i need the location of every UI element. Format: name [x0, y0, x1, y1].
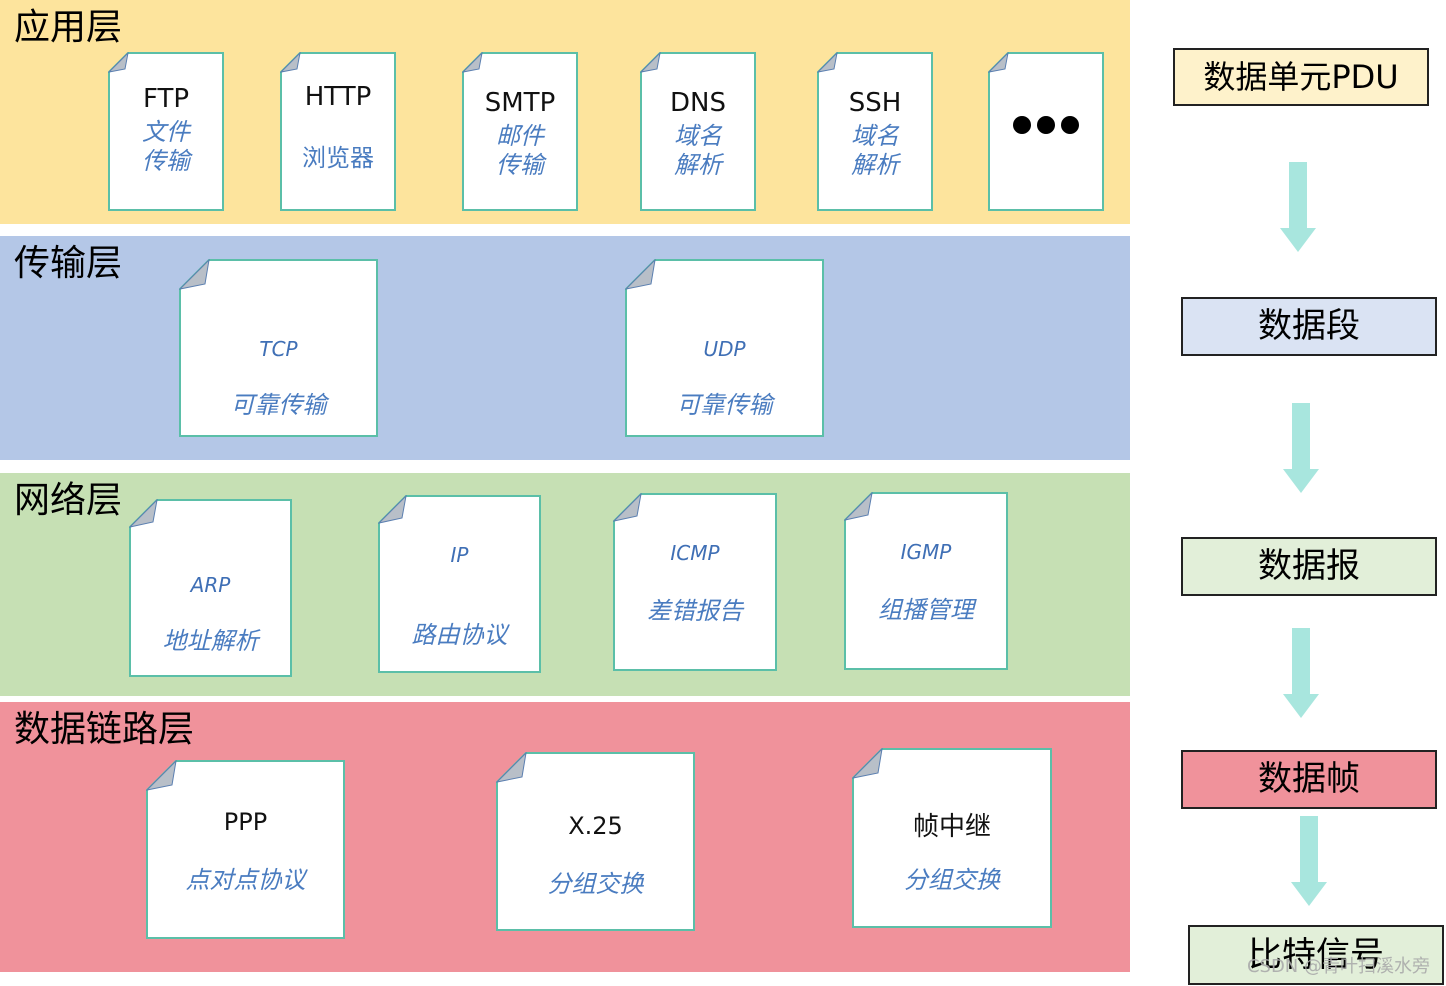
protocol-desc: 文件 传输	[142, 118, 190, 175]
x25-doc: X.25 分组交换	[496, 752, 695, 931]
document-icon	[844, 492, 1008, 670]
datalink-layer-title: 数据链路层	[14, 709, 195, 750]
ftp-doc: FTP 文件 传输	[108, 52, 224, 211]
protocol-name: IP	[450, 543, 469, 567]
arp-doc: ARP 地址解析	[129, 499, 292, 677]
document-icon	[817, 52, 933, 211]
protocol-desc: 差错报告	[647, 597, 743, 625]
document-icon	[280, 52, 396, 211]
document-icon	[852, 748, 1052, 928]
protocol-name: FTP	[142, 84, 190, 114]
ellipsis-icon	[988, 116, 1104, 138]
igmp-doc: IGMP 组播管理	[844, 492, 1008, 670]
ppp-doc: PPP 点对点协议	[146, 760, 345, 939]
document-icon	[378, 495, 541, 673]
pdu-segment-box: 数据段	[1181, 297, 1437, 356]
protocol-desc: 路由协议	[411, 621, 508, 649]
protocol-name: ICMP	[670, 541, 720, 565]
transport-layer-band: 传输层 TCP 可靠传输 UDP 可靠传输	[0, 236, 1130, 460]
document-icon	[640, 52, 756, 211]
frame-relay-doc: 帧中继 分组交换	[852, 748, 1052, 928]
protocol-desc: 点对点协议	[185, 866, 306, 894]
protocol-name: SSH	[848, 88, 902, 118]
arrow-down-icon	[1291, 816, 1327, 906]
protocol-desc: 地址解析	[162, 627, 259, 655]
transport-layer-title: 传输层	[14, 243, 123, 284]
pdu-header-box: 数据单元PDU	[1173, 48, 1429, 106]
protocol-name: X.25	[568, 812, 623, 840]
udp-doc: UDP 可靠传输	[625, 259, 824, 437]
protocol-desc: 可靠传输	[230, 391, 327, 419]
protocol-name: TCP	[259, 337, 298, 361]
dns-doc: DNS 域名 解析	[640, 52, 756, 211]
document-icon	[129, 499, 292, 677]
watermark: CSDN @青叶扫溪水旁	[1246, 956, 1430, 977]
pdu-datagram-box: 数据报	[1181, 537, 1437, 596]
protocol-desc: 邮件 传输	[496, 122, 544, 179]
protocol-name: PPP	[223, 808, 268, 836]
protocol-name: DNS	[670, 88, 726, 118]
ip-doc: IP 路由协议	[378, 495, 541, 673]
document-icon	[146, 760, 345, 939]
protocol-name: UDP	[703, 337, 746, 361]
arrow-down-icon	[1283, 403, 1319, 493]
document-icon	[625, 259, 824, 437]
document-icon	[496, 752, 695, 931]
pdu-bits-box: 比特信号	[1188, 925, 1444, 985]
protocol-name: 帧中继	[912, 812, 991, 842]
tcp-doc: TCP 可靠传输	[179, 259, 378, 437]
application-layer-band: 应用层 FTP 文件 传输 HTTP 浏览器 SMTP 邮件 传输 DNS 域名…	[0, 0, 1130, 224]
protocol-desc: 分组交换	[547, 870, 644, 898]
protocol-desc: 可靠传输	[676, 391, 773, 419]
smtp-doc: SMTP 邮件 传输	[462, 52, 578, 211]
document-icon	[179, 259, 378, 437]
document-icon	[613, 493, 777, 671]
protocol-desc: 分组交换	[904, 866, 1000, 894]
datalink-layer-band: 数据链路层 PPP 点对点协议 X.25 分组交换 帧中继 分组交换	[0, 702, 1130, 972]
icmp-doc: ICMP 差错报告	[613, 493, 777, 671]
arrow-down-icon	[1283, 628, 1319, 718]
http-doc: HTTP 浏览器	[280, 52, 396, 211]
application-layer-title: 应用层	[14, 7, 123, 48]
document-icon	[462, 52, 578, 211]
protocol-desc: 浏览器	[302, 144, 374, 172]
protocol-desc: 组播管理	[878, 596, 974, 624]
protocol-desc: 域名 解析	[674, 122, 722, 179]
protocol-name: IGMP	[900, 540, 952, 564]
ssh-doc: SSH 域名 解析	[817, 52, 933, 211]
pdu-frame-box: 数据帧	[1181, 750, 1437, 809]
protocol-name: SMTP	[484, 88, 556, 118]
network-layer-title: 网络层	[14, 480, 123, 521]
more-protocols-doc	[988, 52, 1104, 211]
document-icon	[108, 52, 224, 211]
protocol-desc: 域名 解析	[851, 122, 899, 179]
arrow-down-icon	[1280, 162, 1316, 252]
protocol-name: ARP	[190, 573, 231, 597]
network-layer-band: 网络层 ARP 地址解析 IP 路由协议 ICMP 差错报告 IGMP 组播管理	[0, 473, 1130, 696]
protocol-name: HTTP	[304, 82, 372, 112]
